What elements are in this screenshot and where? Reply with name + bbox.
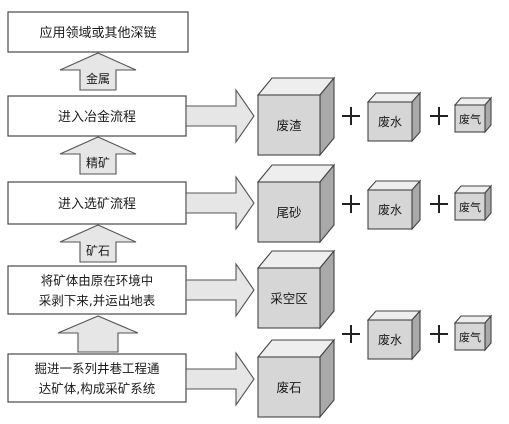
- tunnel-box: 掘进一系列井巷工程通 达矿体,构成采矿系统: [7, 353, 187, 403]
- plus-sign: [430, 325, 448, 343]
- right-arrow-smelting: [185, 88, 255, 144]
- beneficiation-box-label: 进入选矿流程: [58, 197, 136, 212]
- waste-rock-cube: 废石: [256, 338, 336, 419]
- goaf-cube: 采空区: [256, 249, 336, 330]
- goaf-label: 采空区: [270, 291, 308, 306]
- mining-box-line2: 采剥下来,并运出地表: [39, 293, 156, 308]
- waste-rock-label: 废石: [276, 380, 301, 395]
- tunnel-box-line1: 掘进一系列井巷工程通: [34, 361, 160, 376]
- plus-sign: [342, 107, 360, 125]
- right-arrow-beneficiation: [185, 175, 255, 231]
- waste-gas-cube: 废气: [453, 184, 493, 222]
- plus-sign: [342, 195, 360, 213]
- slag-label: 废渣: [276, 118, 302, 133]
- right-arrow-mining: [185, 262, 255, 318]
- ore-label: 矿石: [86, 244, 110, 258]
- ore-up-arrow: 矿石: [59, 224, 137, 263]
- waste-gas-cube: 废气: [453, 314, 493, 352]
- wastewater-label: 废水: [378, 114, 402, 129]
- top-box: 应用领域或其他深链: [7, 11, 189, 53]
- metal-label: 金属: [86, 71, 110, 86]
- tailings-label: 尾砂: [276, 205, 301, 220]
- tailings-cube: 尾砂: [256, 163, 336, 244]
- waste-gas-label: 废气: [459, 330, 481, 344]
- slag-cube: 废渣: [256, 76, 336, 157]
- smelting-box-label: 进入冶金流程: [58, 109, 136, 125]
- metal-up-arrow: 金属: [59, 52, 137, 91]
- right-arrow-tunnel: [185, 351, 255, 407]
- plain-up-arrow: [57, 315, 139, 353]
- wastewater-label: 废水: [378, 202, 402, 217]
- wastewater-cube: 废水: [366, 91, 422, 143]
- concentrate-up-arrow: 精矿: [59, 136, 137, 175]
- wastewater-label: 废水: [378, 332, 402, 347]
- plus-sign: [430, 107, 448, 125]
- waste-gas-cube: 废气: [453, 96, 493, 134]
- tunnel-box-line2: 达矿体,构成采矿系统: [39, 381, 155, 396]
- waste-gas-label: 废气: [459, 200, 481, 214]
- mining-box-line1: 将矿体由原在环境中: [41, 273, 154, 288]
- concentrate-label: 精矿: [86, 156, 110, 170]
- smelting-box: 进入冶金流程: [7, 95, 187, 137]
- plus-sign: [430, 195, 448, 213]
- plus-sign: [342, 325, 360, 343]
- mining-box: 将矿体由原在环境中 采剥下来,并运出地表: [7, 265, 187, 315]
- waste-gas-label: 废气: [459, 112, 481, 126]
- wastewater-cube: 废水: [366, 309, 422, 361]
- top-box-label: 应用领域或其他深链: [39, 25, 156, 41]
- wastewater-cube: 废水: [366, 179, 422, 231]
- beneficiation-box: 进入选矿流程: [7, 181, 187, 225]
